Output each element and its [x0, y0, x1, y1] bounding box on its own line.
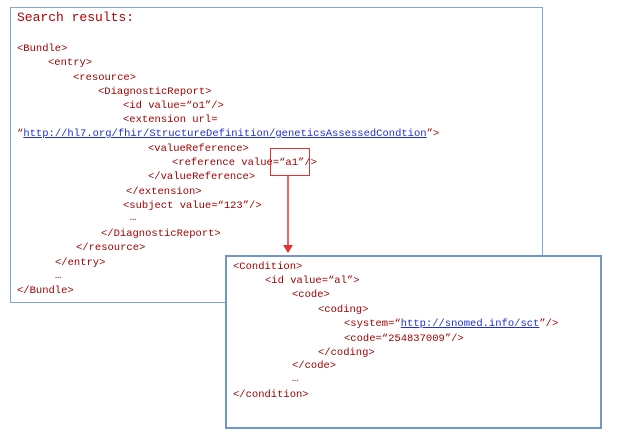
code-line: <subject value=“123”/> [123, 200, 262, 212]
condition-box [225, 255, 602, 429]
code-line: … [130, 212, 137, 224]
code-line: <reference value=“a1”/> [172, 157, 317, 169]
arrow-head-icon [283, 245, 293, 253]
quote: “ [17, 128, 24, 140]
code-line: </condition> [233, 389, 309, 401]
code-line: </valueReference> [148, 171, 256, 183]
code-line: <coding> [318, 304, 369, 316]
code-line: </entry> [55, 257, 106, 269]
code-line: </Bundle> [17, 285, 74, 297]
code-line: <extension url= [123, 114, 218, 126]
code-line: <id value=“o1”/> [123, 100, 224, 112]
quote: ”> [426, 128, 440, 140]
code-line: <code=“254837009”/> [344, 333, 464, 345]
reference-highlight-box [270, 148, 310, 176]
code-line: </DiagnosticReport> [101, 228, 221, 240]
code-line: <Condition> [233, 261, 303, 273]
code-line: <DiagnosticReport> [98, 86, 212, 98]
code-line: </extension> [126, 186, 202, 198]
system-suffix: ”/> [539, 318, 559, 330]
code-line: … [55, 270, 62, 282]
system-prefix: <system=“ [344, 318, 401, 330]
search-results-box [10, 7, 543, 303]
code-line: <id value=“al”> [265, 275, 360, 287]
system-line: <system=“http://snomed.info/sct”/> [344, 318, 558, 330]
snomed-link[interactable]: http://snomed.info/sct [400, 318, 540, 330]
code-line: </coding> [318, 347, 375, 359]
code-line: <Bundle> [17, 43, 68, 55]
code-line: <valueReference> [148, 143, 249, 155]
code-line: <entry> [48, 57, 93, 69]
code-line: <code> [292, 289, 330, 301]
search-results-title: Search results: [17, 10, 135, 25]
extension-url-line: “http://hl7.org/fhir/StructureDefinition… [17, 128, 439, 140]
code-line: … [292, 373, 299, 385]
extension-url-link[interactable]: http://hl7.org/fhir/StructureDefinition/… [23, 128, 427, 140]
code-line: </resource> [76, 242, 146, 254]
code-line: </code> [292, 360, 337, 372]
code-line: <resource> [73, 72, 137, 84]
